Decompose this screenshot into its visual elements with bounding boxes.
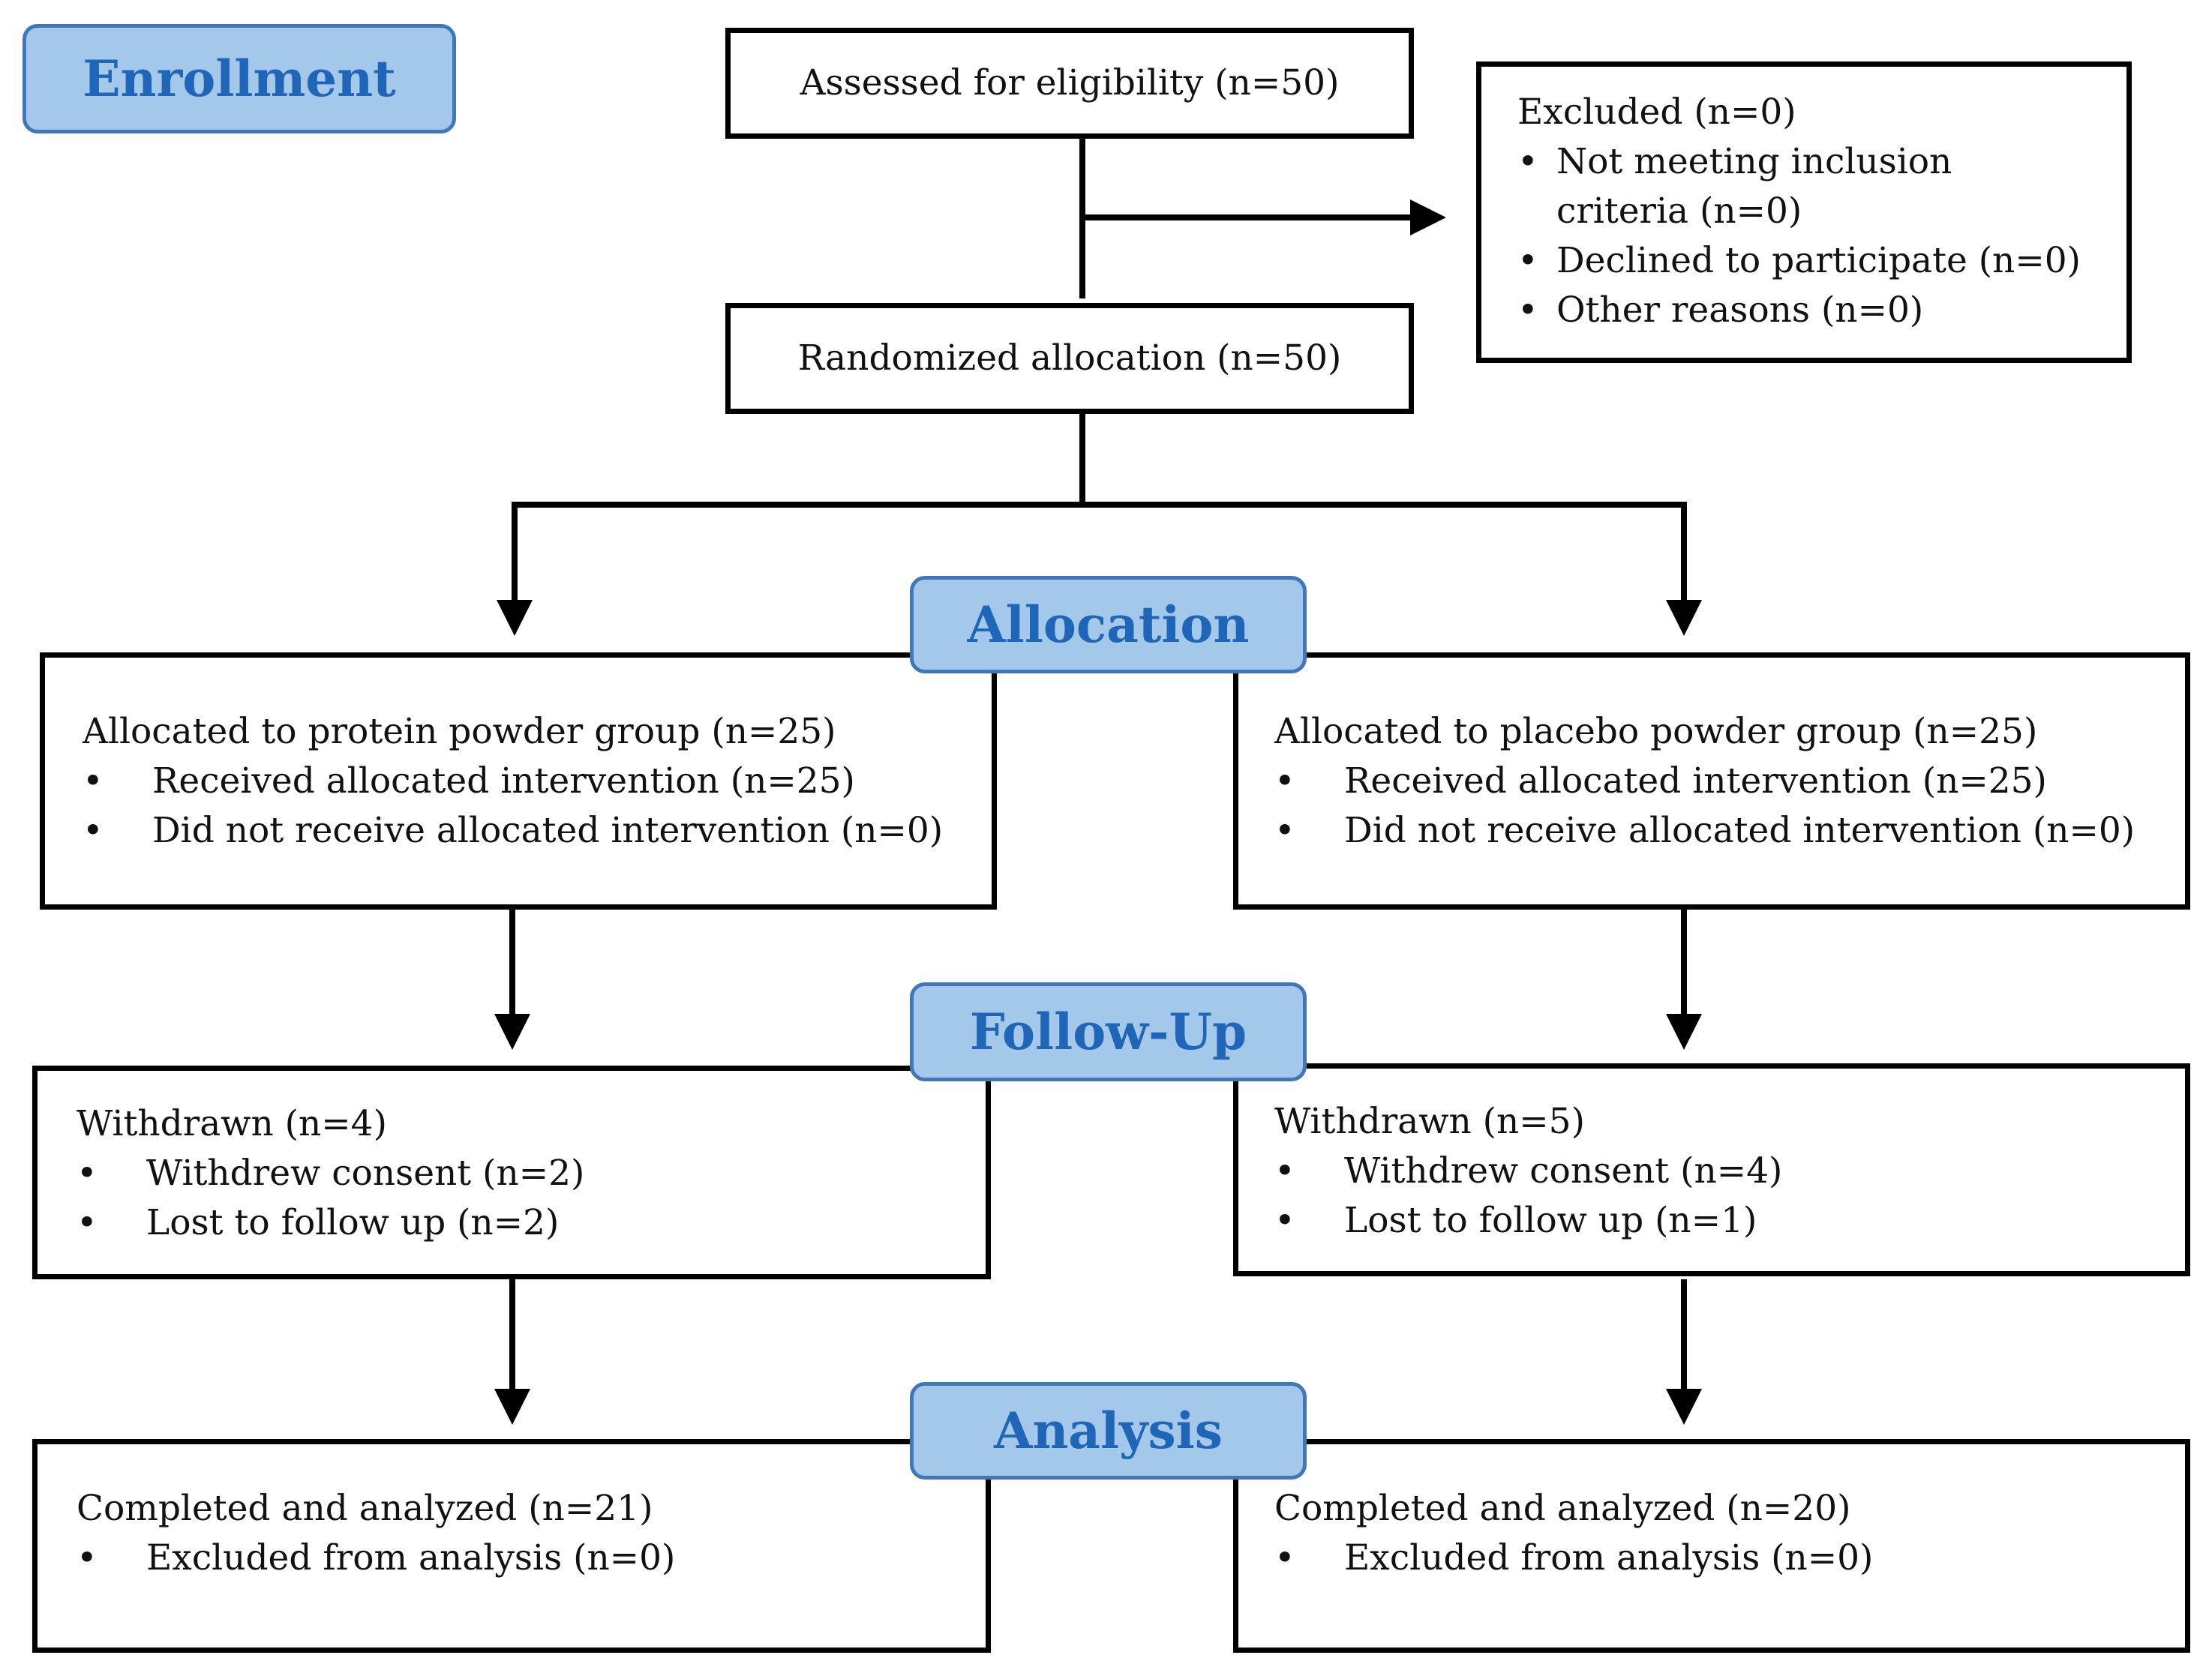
protein-completed: Completed and analyzed (n=21)	[77, 1488, 653, 1529]
protein-withdrew-consent: •Withdrew consent (n=2)	[77, 1153, 585, 1194]
placebo-excluded-analysis: •Excluded from analysis (n=0)	[1274, 1537, 1874, 1579]
excluded-box: Excluded (n=0) •Not meeting inclusion cr…	[1476, 61, 2132, 363]
randomized-box: Randomized allocation (n=50)	[725, 303, 1414, 414]
stage-label-follow-up-text: Follow-Up	[969, 1003, 1247, 1061]
stage-label-allocation: Allocation	[910, 576, 1307, 673]
placebo-withdrew-consent: •Withdrew consent (n=4)	[1274, 1150, 1783, 1192]
protein-withdrawn: Withdrawn (n=4)	[77, 1103, 387, 1144]
protein-allocated-title: Allocated to protein powder group (n=25)	[83, 711, 836, 752]
protein-analysis-box: Completed and analyzed (n=21) •Excluded …	[32, 1439, 991, 1653]
stage-label-allocation-text: Allocation	[967, 595, 1250, 654]
protein-lost-follow-up: •Lost to follow up (n=2)	[77, 1202, 560, 1243]
placebo-not-received: •Did not receive allocated intervention …	[1274, 810, 2135, 851]
protein-excluded-analysis: •Excluded from analysis (n=0)	[77, 1537, 676, 1579]
excluded-item-2: •Declined to participate (n=0)	[1517, 240, 2081, 281]
excluded-item-3: •Other reasons (n=0)	[1517, 289, 1924, 331]
placebo-allocated-box: Allocated to placebo powder group (n=25)…	[1233, 652, 2190, 910]
protein-not-received: •Did not receive allocated intervention …	[83, 810, 944, 851]
placebo-analysis-box: Completed and analyzed (n=20) •Excluded …	[1233, 1439, 2190, 1653]
placebo-allocated-title: Allocated to placebo powder group (n=25)	[1274, 711, 2038, 752]
randomized-text: Randomized allocation (n=50)	[797, 337, 1342, 379]
stage-label-enrollment-text: Enrollment	[83, 49, 396, 108]
assessed-box: Assessed for eligibility (n=50)	[725, 28, 1414, 139]
placebo-received: •Received allocated intervention (n=25)	[1274, 760, 2047, 802]
placebo-followup-box: Withdrawn (n=5) •Withdrew consent (n=4) …	[1233, 1063, 2190, 1276]
stage-label-enrollment: Enrollment	[23, 24, 456, 133]
placebo-completed: Completed and analyzed (n=20)	[1274, 1488, 1851, 1529]
protein-followup-box: Withdrawn (n=4) •Withdrew consent (n=2) …	[32, 1066, 991, 1279]
placebo-withdrawn: Withdrawn (n=5)	[1274, 1101, 1585, 1142]
protein-allocated-box: Allocated to protein powder group (n=25)…	[40, 652, 997, 910]
excluded-title: Excluded (n=0)	[1517, 91, 1796, 133]
stage-label-analysis: Analysis	[910, 1382, 1307, 1480]
placebo-lost-follow-up: •Lost to follow up (n=1)	[1274, 1200, 1757, 1241]
excluded-item-1-continued: criteria (n=0)	[1556, 190, 1802, 232]
stage-label-follow-up: Follow-Up	[910, 982, 1307, 1081]
protein-received: •Received allocated intervention (n=25)	[83, 760, 855, 802]
stage-label-analysis-text: Analysis	[994, 1402, 1223, 1460]
excluded-item-1: •Not meeting inclusion	[1517, 141, 1952, 182]
assessed-text: Assessed for eligibility (n=50)	[800, 62, 1340, 103]
